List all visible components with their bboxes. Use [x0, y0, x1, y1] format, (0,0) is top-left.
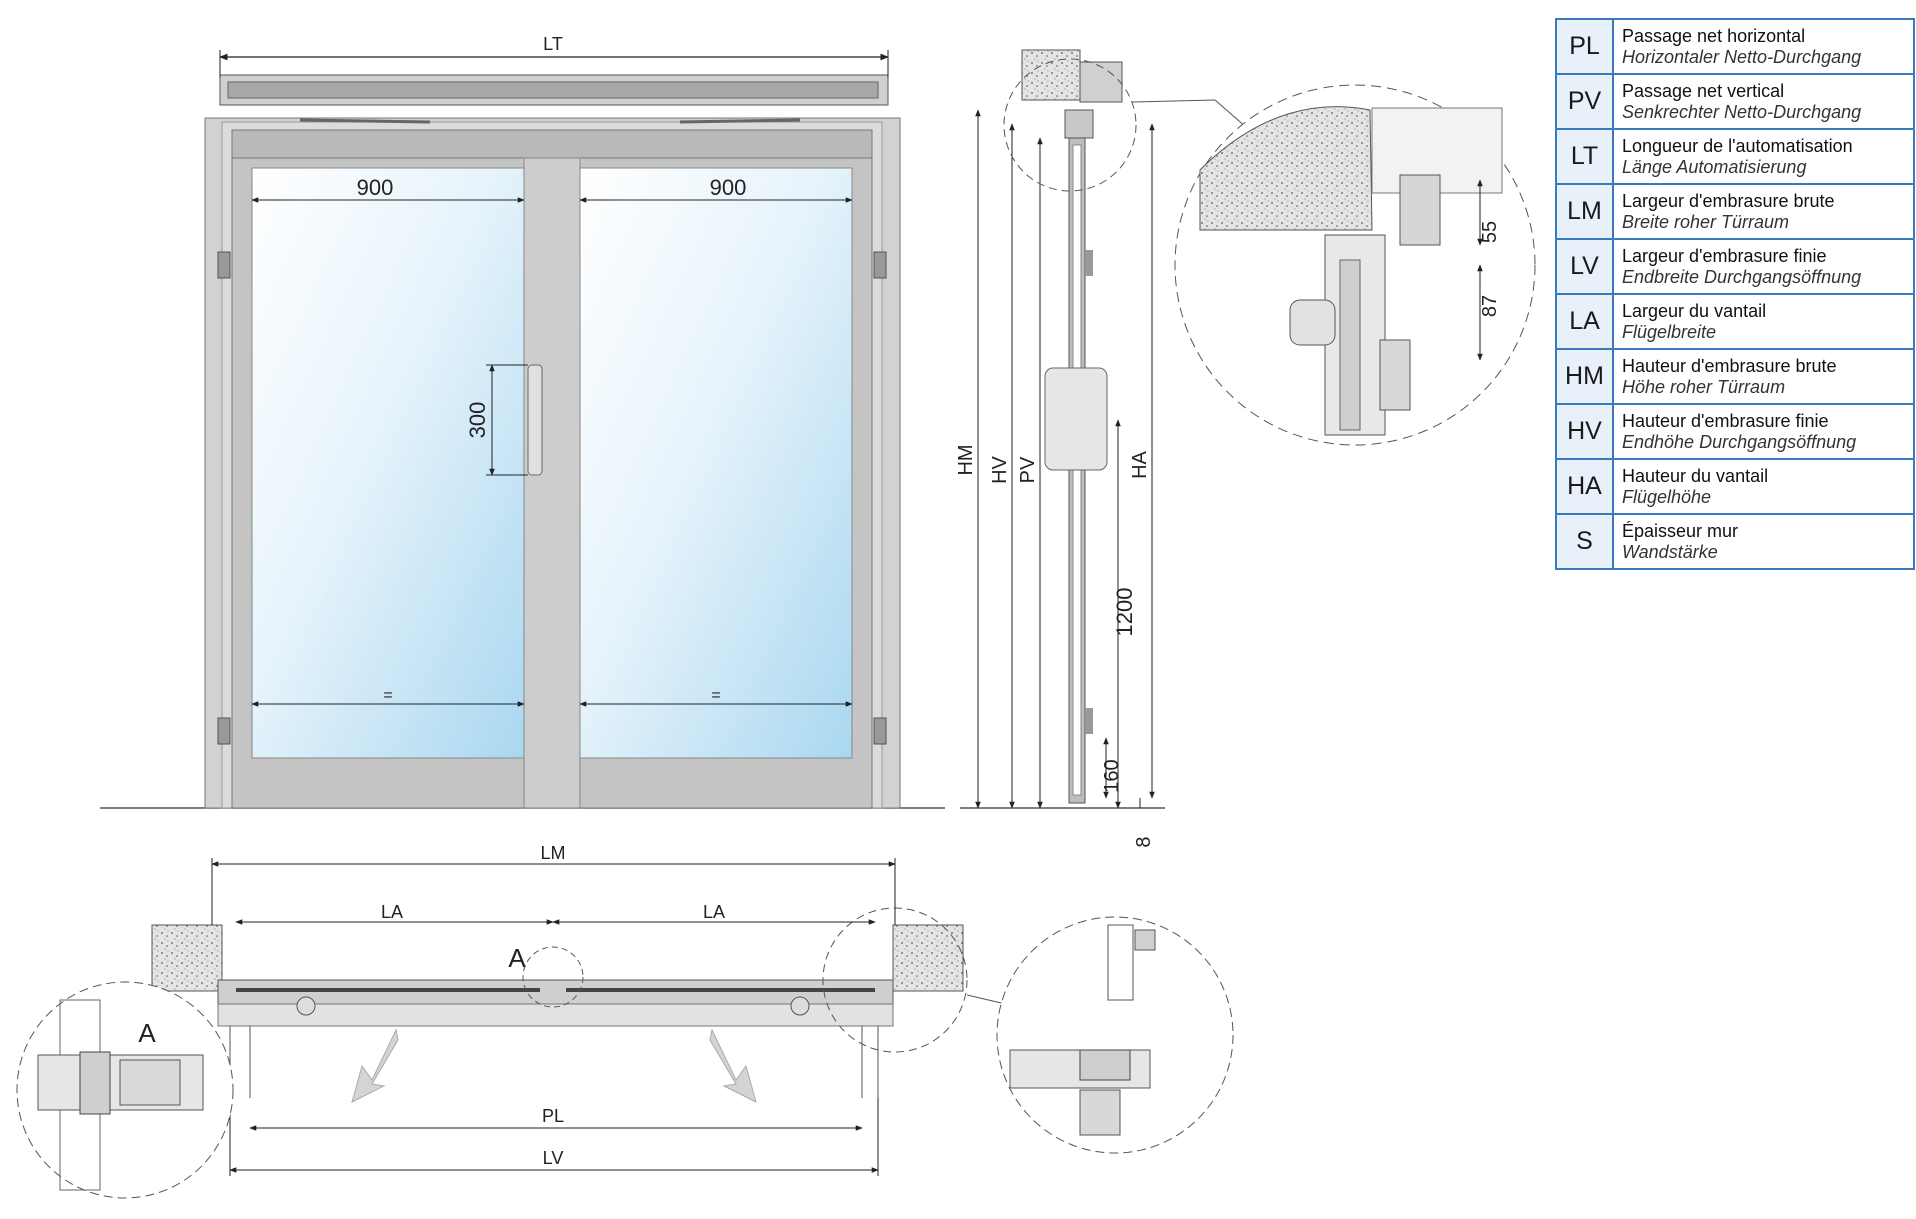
- lm-dimension-label: LM: [540, 843, 565, 863]
- legend-german-label: Wandstärke: [1622, 541, 1718, 562]
- plan-view: LM LA LA A PL LV: [151, 843, 968, 1176]
- legend-code: PL: [1555, 18, 1614, 75]
- legend-german-label: Höhe roher Türraum: [1622, 376, 1786, 397]
- bottom-rail-height: 160: [1101, 759, 1123, 792]
- legend-german-label: Endbreite Durchgangsöffnung: [1622, 266, 1862, 287]
- detail-dim-87: 87: [1479, 295, 1501, 317]
- detail-lintel-concrete: [1199, 106, 1373, 231]
- right-wall: [892, 924, 964, 992]
- legend-code: HV: [1555, 403, 1614, 460]
- legend-french-label: Hauteur d'embrasure brute: [1622, 355, 1837, 376]
- legend-french-label: Largeur d'embrasure brute: [1622, 190, 1835, 211]
- legend-code: HA: [1555, 458, 1614, 515]
- detail-dim-55: 55: [1479, 221, 1501, 243]
- legend-code: LV: [1555, 238, 1614, 295]
- legend-code: LT: [1555, 128, 1614, 185]
- right-equal-mark: =: [711, 687, 720, 704]
- lv-dimension-label: LV: [543, 1148, 564, 1168]
- legend-french-label: Largeur du vantail: [1622, 300, 1767, 321]
- handle-floor-height: 1200: [1112, 588, 1137, 637]
- legend-code: S: [1555, 513, 1614, 570]
- legend-german-label: Endhöhe Durchgangsöffnung: [1622, 431, 1857, 452]
- detail-a-marker: A: [508, 943, 526, 973]
- lintel-wall: [1021, 49, 1081, 101]
- legend-german-label: Länge Automatisierung: [1622, 156, 1807, 177]
- right-glass: [579, 167, 853, 759]
- legend-code: HM: [1555, 348, 1614, 405]
- left-wall: [151, 924, 223, 992]
- legend-code: LM: [1555, 183, 1614, 240]
- handle-height: 300: [465, 402, 490, 439]
- legend-code: LA: [1555, 293, 1614, 350]
- hm-dimension-label: HM: [955, 444, 977, 475]
- left-equal-mark: =: [383, 687, 392, 704]
- legend-german-label: Senkrechter Netto-Durchgang: [1622, 101, 1862, 122]
- opening-arrow-left: [351, 1028, 399, 1103]
- legend-french-label: Largeur d'embrasure finie: [1622, 245, 1827, 266]
- floor-gap: 8: [1133, 836, 1155, 847]
- legend-german-label: Flügelbreite: [1622, 321, 1717, 342]
- legend-french-label: Passage net horizontal: [1622, 25, 1806, 46]
- legend-french-label: Hauteur d'embrasure finie: [1622, 410, 1829, 431]
- opening-arrow-right: [709, 1028, 757, 1103]
- la-right-label: LA: [703, 902, 725, 922]
- lt-dimension-label: LT: [543, 34, 563, 54]
- legend-german-label: Horizontaler Netto-Durchgang: [1622, 46, 1862, 67]
- detail-a-label: A: [138, 1018, 156, 1048]
- legend-french-label: Épaisseur mur: [1622, 520, 1739, 541]
- left-leaf-width: 900: [357, 175, 394, 200]
- ha-dimension-label: HA: [1129, 450, 1151, 478]
- right-leaf-width: 900: [710, 175, 747, 200]
- door-handle: [527, 364, 543, 476]
- left-glass: [251, 167, 525, 759]
- side-section: HM HV PV HA 1200 160 8: [955, 49, 1165, 848]
- jamb-detail: [966, 916, 1234, 1154]
- legend-french-label: Hauteur du vantail: [1622, 465, 1769, 486]
- la-left-label: LA: [381, 902, 403, 922]
- legend-french-label: Longueur de l'automatisation: [1622, 135, 1853, 156]
- legend-code: PV: [1555, 73, 1614, 130]
- legend-german-label: Flügelhöhe: [1622, 486, 1712, 507]
- pv-dimension-label: PV: [1017, 456, 1039, 483]
- legend-french-label: Passage net vertical: [1622, 80, 1785, 101]
- pl-dimension-label: PL: [542, 1106, 564, 1126]
- top-detail: 55 87: [1003, 58, 1536, 446]
- legend-german-label: Breite roher Türraum: [1622, 211, 1790, 232]
- hv-dimension-label: HV: [989, 455, 1011, 483]
- front-elevation: LT 900 900 300 = =: [100, 34, 945, 809]
- detail-a: A: [16, 981, 234, 1199]
